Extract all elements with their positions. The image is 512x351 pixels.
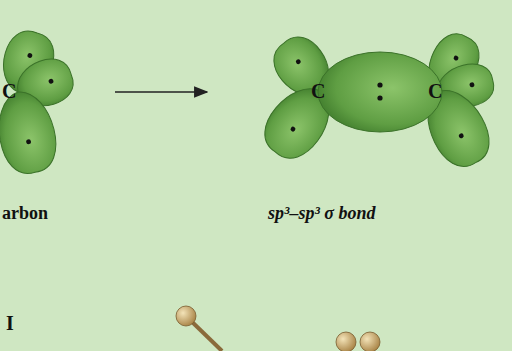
partial-letter: I: [6, 312, 14, 334]
electron-dot: [469, 82, 475, 88]
electron-dot: [290, 126, 297, 133]
atom-symbol: C: [428, 80, 442, 102]
electron-dot: [453, 55, 459, 61]
electron-dot: [48, 78, 54, 84]
atom-symbol: C: [311, 80, 325, 102]
electron-dot: [377, 82, 382, 87]
bond-caption: sp³–sp³ σ bond: [268, 204, 376, 224]
caption-text: arbon: [2, 204, 48, 224]
atom-symbol: C: [2, 80, 16, 102]
electron-dot: [26, 139, 32, 145]
reaction-arrow: [115, 91, 207, 93]
electron-dot: [295, 58, 302, 65]
orbital-lobes: [0, 25, 499, 178]
ball-and-stick-model: [176, 306, 380, 351]
electron-dot: [377, 95, 382, 100]
atom-ball: [176, 306, 196, 326]
atom-ball: [360, 332, 380, 351]
electron-dot: [458, 133, 464, 139]
sigma-bond-orbital: [318, 52, 442, 132]
electron-dot: [27, 52, 33, 58]
atom-ball: [336, 332, 356, 351]
